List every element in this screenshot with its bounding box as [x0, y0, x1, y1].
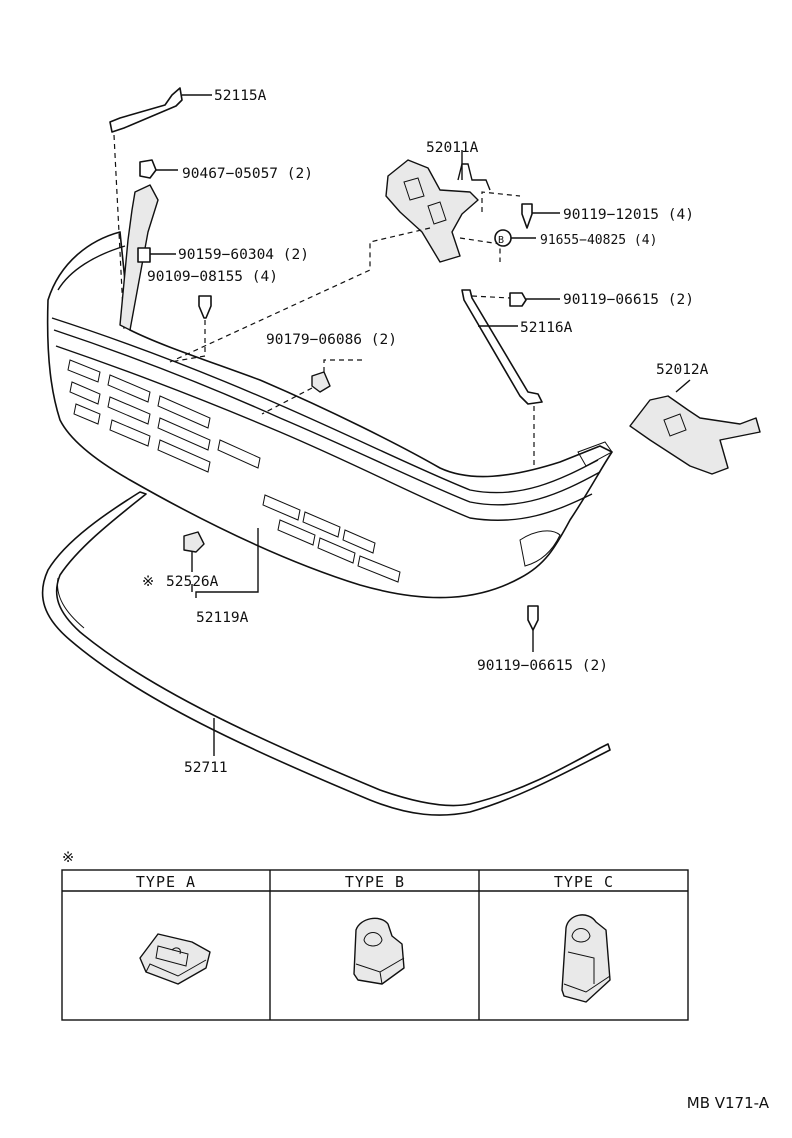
bolt-90159 — [137, 247, 176, 263]
label-90119-12015: 90119−12015 (4) — [563, 207, 694, 223]
clip-90467 — [139, 159, 178, 179]
stay-52116A — [461, 289, 543, 405]
nut-52526A — [183, 531, 205, 572]
label-52012A: 52012A — [656, 362, 709, 378]
type-b-clip-icon — [353, 917, 405, 985]
diagram-code: MB V171-A — [687, 1094, 770, 1112]
label-90467-05057: 90467−05057 (2) — [182, 166, 313, 182]
clip-90179 — [311, 359, 362, 393]
washer-91655 — [494, 229, 536, 247]
bolt-90119-12015 — [521, 203, 560, 229]
bracket-52011A — [385, 150, 491, 263]
grille-slots — [67, 359, 401, 583]
label-90119-06615-bottom: 90119−06615 (2) — [477, 658, 608, 674]
label-b-mark: B — [498, 235, 504, 246]
bracket-52115A — [109, 87, 212, 133]
bumper-cover — [46, 231, 613, 599]
label-90119-06615-top: 90119−06615 (2) — [563, 292, 694, 308]
bolt-90119-06615-bottom — [527, 605, 539, 652]
label-52711: 52711 — [184, 760, 228, 776]
label-52116A: 52116A — [520, 320, 573, 336]
label-52115A: 52115A — [214, 88, 267, 104]
label-52011A: 52011A — [426, 140, 479, 156]
label-52526A-mark: ※ — [142, 574, 154, 590]
type-table-note-mark: ※ — [62, 850, 74, 866]
bolt-90119-06615-top — [509, 292, 560, 307]
type-c-clip-icon — [561, 914, 611, 1003]
bracket-52012A — [629, 379, 761, 475]
label-90159-60304: 90159−60304 (2) — [178, 247, 309, 263]
label-91655-40825: 91655−40825 (4) — [540, 233, 657, 248]
lower-spoiler-52711 — [41, 491, 611, 816]
type-c-header: TYPE C — [554, 873, 614, 891]
label-52526A: 52526A — [166, 574, 219, 590]
type-b-header: TYPE B — [345, 873, 405, 891]
type-a-clip-icon — [139, 933, 211, 985]
type-a-header: TYPE A — [136, 873, 196, 891]
type-table: ※ TYPE A TYPE B TYPE C — [61, 850, 689, 1021]
label-90179-06086: 90179−06086 (2) — [266, 332, 397, 348]
label-52119A: 52119A — [196, 610, 249, 626]
label-90109-08155: 90109−08155 (4) — [147, 269, 278, 285]
bolt-90109 — [198, 295, 212, 319]
